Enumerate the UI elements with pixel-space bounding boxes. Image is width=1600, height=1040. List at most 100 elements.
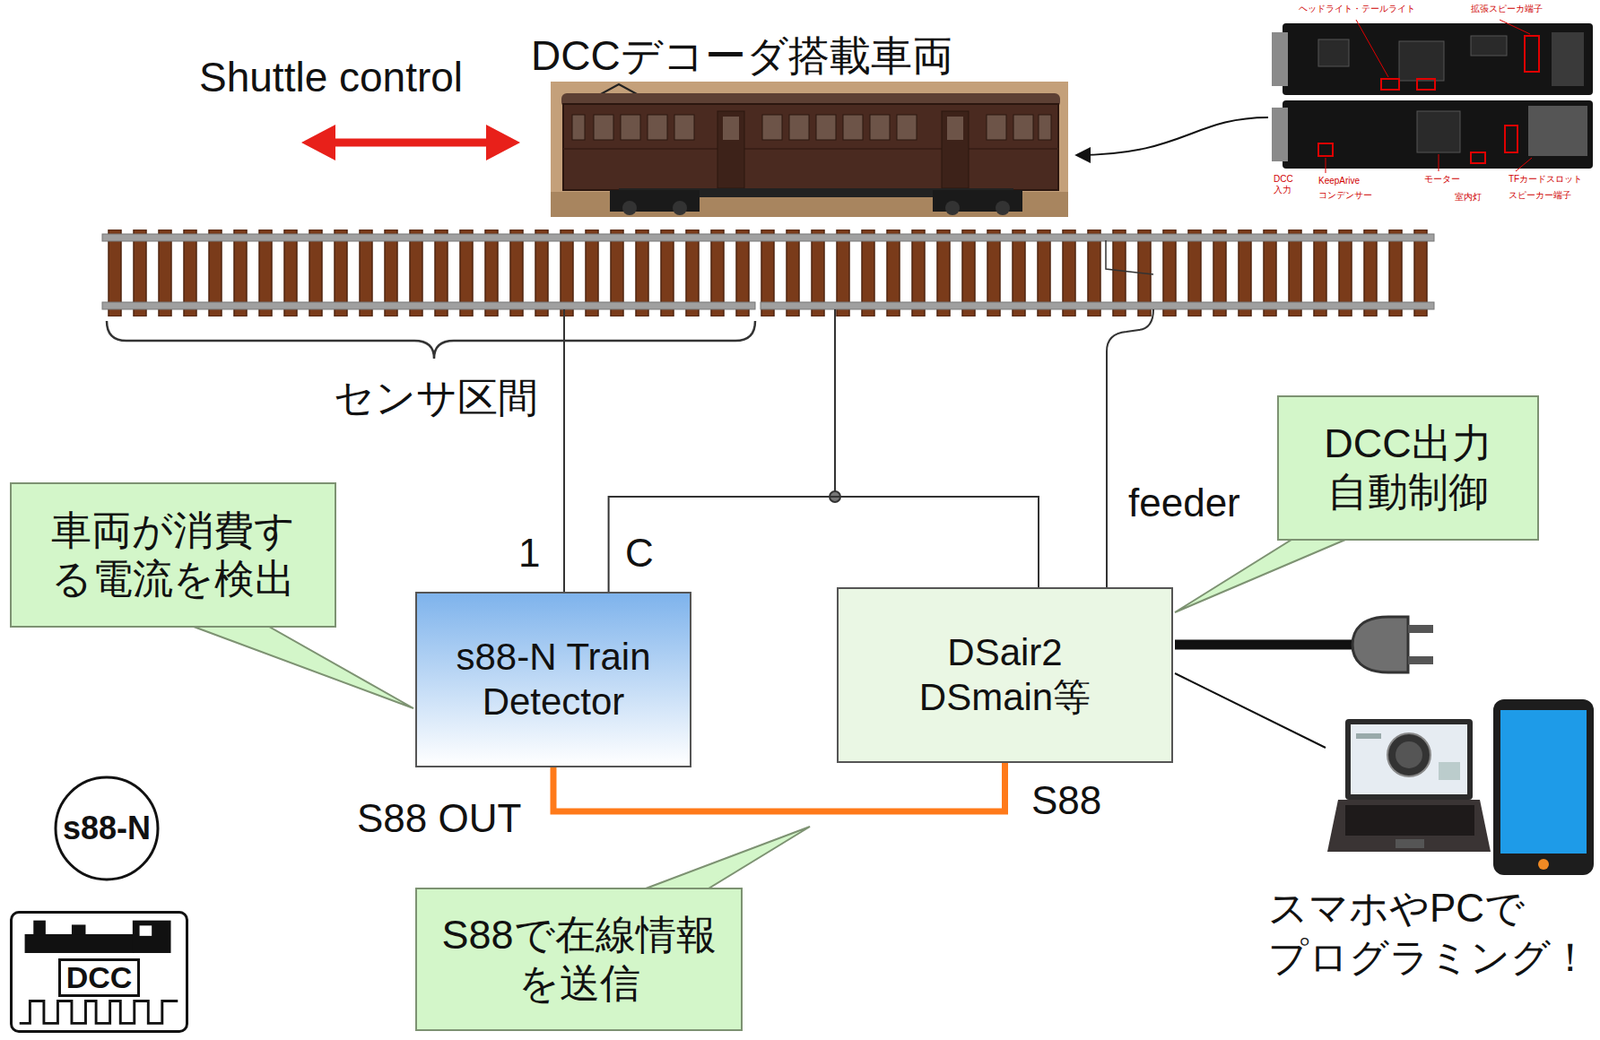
wire-label: feeder xyxy=(1128,480,1241,527)
s88-logo: s88-N xyxy=(52,774,161,883)
board-part-label: ヘッドライト・テールライト xyxy=(1298,3,1416,15)
link-line xyxy=(1174,673,1326,748)
box-label: s88-N Train Detector xyxy=(427,634,679,726)
leader-line xyxy=(1515,157,1532,172)
box-label: DSair2 DSmain等 xyxy=(888,630,1122,722)
laptop-screen-frame xyxy=(1345,719,1473,800)
laptop-icon xyxy=(1327,719,1491,853)
power-cable xyxy=(1174,640,1364,651)
part-marker xyxy=(1504,125,1518,153)
leader-line xyxy=(1325,157,1327,174)
edge-connector xyxy=(1271,107,1288,162)
shuttle-arrow xyxy=(301,124,521,161)
detector-box: s88-N Train Detector xyxy=(415,591,692,768)
shuttle-arrow-head xyxy=(486,124,521,161)
shuttle-arrow-head xyxy=(301,124,336,161)
loco-boiler xyxy=(25,934,135,954)
tablet-icon xyxy=(1493,699,1594,876)
feeder-wire xyxy=(1106,309,1154,588)
board-part-label: TFカードスロット xyxy=(1508,173,1583,185)
chip xyxy=(1417,111,1461,153)
train-door xyxy=(941,111,969,189)
plug-prong xyxy=(1408,656,1434,665)
track xyxy=(102,229,1435,317)
train-window xyxy=(1013,114,1034,140)
port-label: S88 OUT xyxy=(356,796,522,843)
train-window xyxy=(762,114,783,140)
board-part-label: DCC 入力 xyxy=(1273,173,1299,195)
rail xyxy=(102,234,1435,242)
train-photo xyxy=(550,81,1069,218)
board-part-label: 拡張スピーカ端子 xyxy=(1470,3,1543,15)
train-window xyxy=(816,114,836,140)
callout-tail xyxy=(645,826,810,889)
part-marker xyxy=(1524,35,1540,72)
callout-box: DCC出力 自動制御 xyxy=(1277,395,1540,541)
train-window xyxy=(843,114,863,140)
card-slot xyxy=(1528,105,1588,157)
board-part-label: 室内灯 xyxy=(1454,191,1482,203)
callout-text: 車両が消費す る電流を検出 xyxy=(22,506,324,604)
wheel xyxy=(622,200,637,216)
loco-cab xyxy=(132,921,172,954)
locomotive-symbol xyxy=(25,921,172,954)
laptop-touchpad xyxy=(1395,839,1425,849)
train-window xyxy=(674,114,695,140)
train-window xyxy=(869,114,890,140)
section-bracket xyxy=(106,321,756,359)
note-text: スマホやPCで プログラミング！ xyxy=(1268,883,1597,983)
callout-text: S88で在線情報 を送信 xyxy=(427,911,731,1009)
dcc-logo: DCC xyxy=(9,911,189,1034)
port-label: S88 xyxy=(1031,778,1102,825)
pointer-arrow xyxy=(1076,117,1269,156)
wheel xyxy=(945,200,960,216)
common-wire xyxy=(834,309,836,497)
train-window xyxy=(789,114,809,140)
logo-circle xyxy=(55,777,158,880)
train-window xyxy=(722,116,740,140)
board-part-label: スピーカー端子 xyxy=(1508,190,1572,201)
chip xyxy=(1318,39,1349,67)
throttle-dial xyxy=(1395,741,1423,769)
part-marker xyxy=(1417,78,1435,90)
train-window xyxy=(1038,114,1052,140)
laptop-base xyxy=(1327,800,1491,853)
signal-wave xyxy=(19,1001,179,1025)
throttle-dial xyxy=(1387,733,1431,777)
logo-text: DCC xyxy=(58,958,141,998)
power-plug xyxy=(1352,617,1409,673)
decoder-board xyxy=(1282,100,1593,169)
train-window xyxy=(986,114,1007,140)
laptop-keyboard xyxy=(1345,805,1475,836)
loco-window xyxy=(139,925,153,936)
tablet-button xyxy=(1538,859,1549,870)
board-part-label: モーター xyxy=(1424,173,1461,185)
laptop-screen xyxy=(1350,724,1468,795)
loco-chimney xyxy=(33,921,46,937)
train-window xyxy=(620,114,641,140)
callout-box: S88で在線情報 を送信 xyxy=(415,887,743,1032)
rail xyxy=(102,302,756,310)
leader-line xyxy=(1438,154,1440,172)
chip xyxy=(1399,41,1444,81)
tablet-frame xyxy=(1493,699,1594,876)
callout-box: 車両が消費す る電流を検出 xyxy=(9,482,337,628)
train-window xyxy=(896,114,917,140)
callout-text: DCC出力 自動制御 xyxy=(1289,419,1527,517)
mode-label: Shuttle control xyxy=(199,53,463,102)
edge-connector xyxy=(1271,32,1288,87)
part-marker xyxy=(1381,78,1400,90)
part-marker xyxy=(1318,143,1333,157)
tablet-screen xyxy=(1500,710,1587,854)
callout-tail xyxy=(1174,539,1346,613)
vehicle-title: DCCデコーダ搭載車両 xyxy=(530,32,954,80)
decoder-photo xyxy=(1076,19,1593,174)
train-window xyxy=(647,114,668,140)
s88-bus-cable xyxy=(553,763,1006,812)
photo-ground xyxy=(550,81,1069,218)
loco-dome xyxy=(71,924,87,935)
train-door xyxy=(717,111,745,189)
train-belt xyxy=(563,147,1059,150)
shuttle-arrow-shaft xyxy=(330,139,492,148)
